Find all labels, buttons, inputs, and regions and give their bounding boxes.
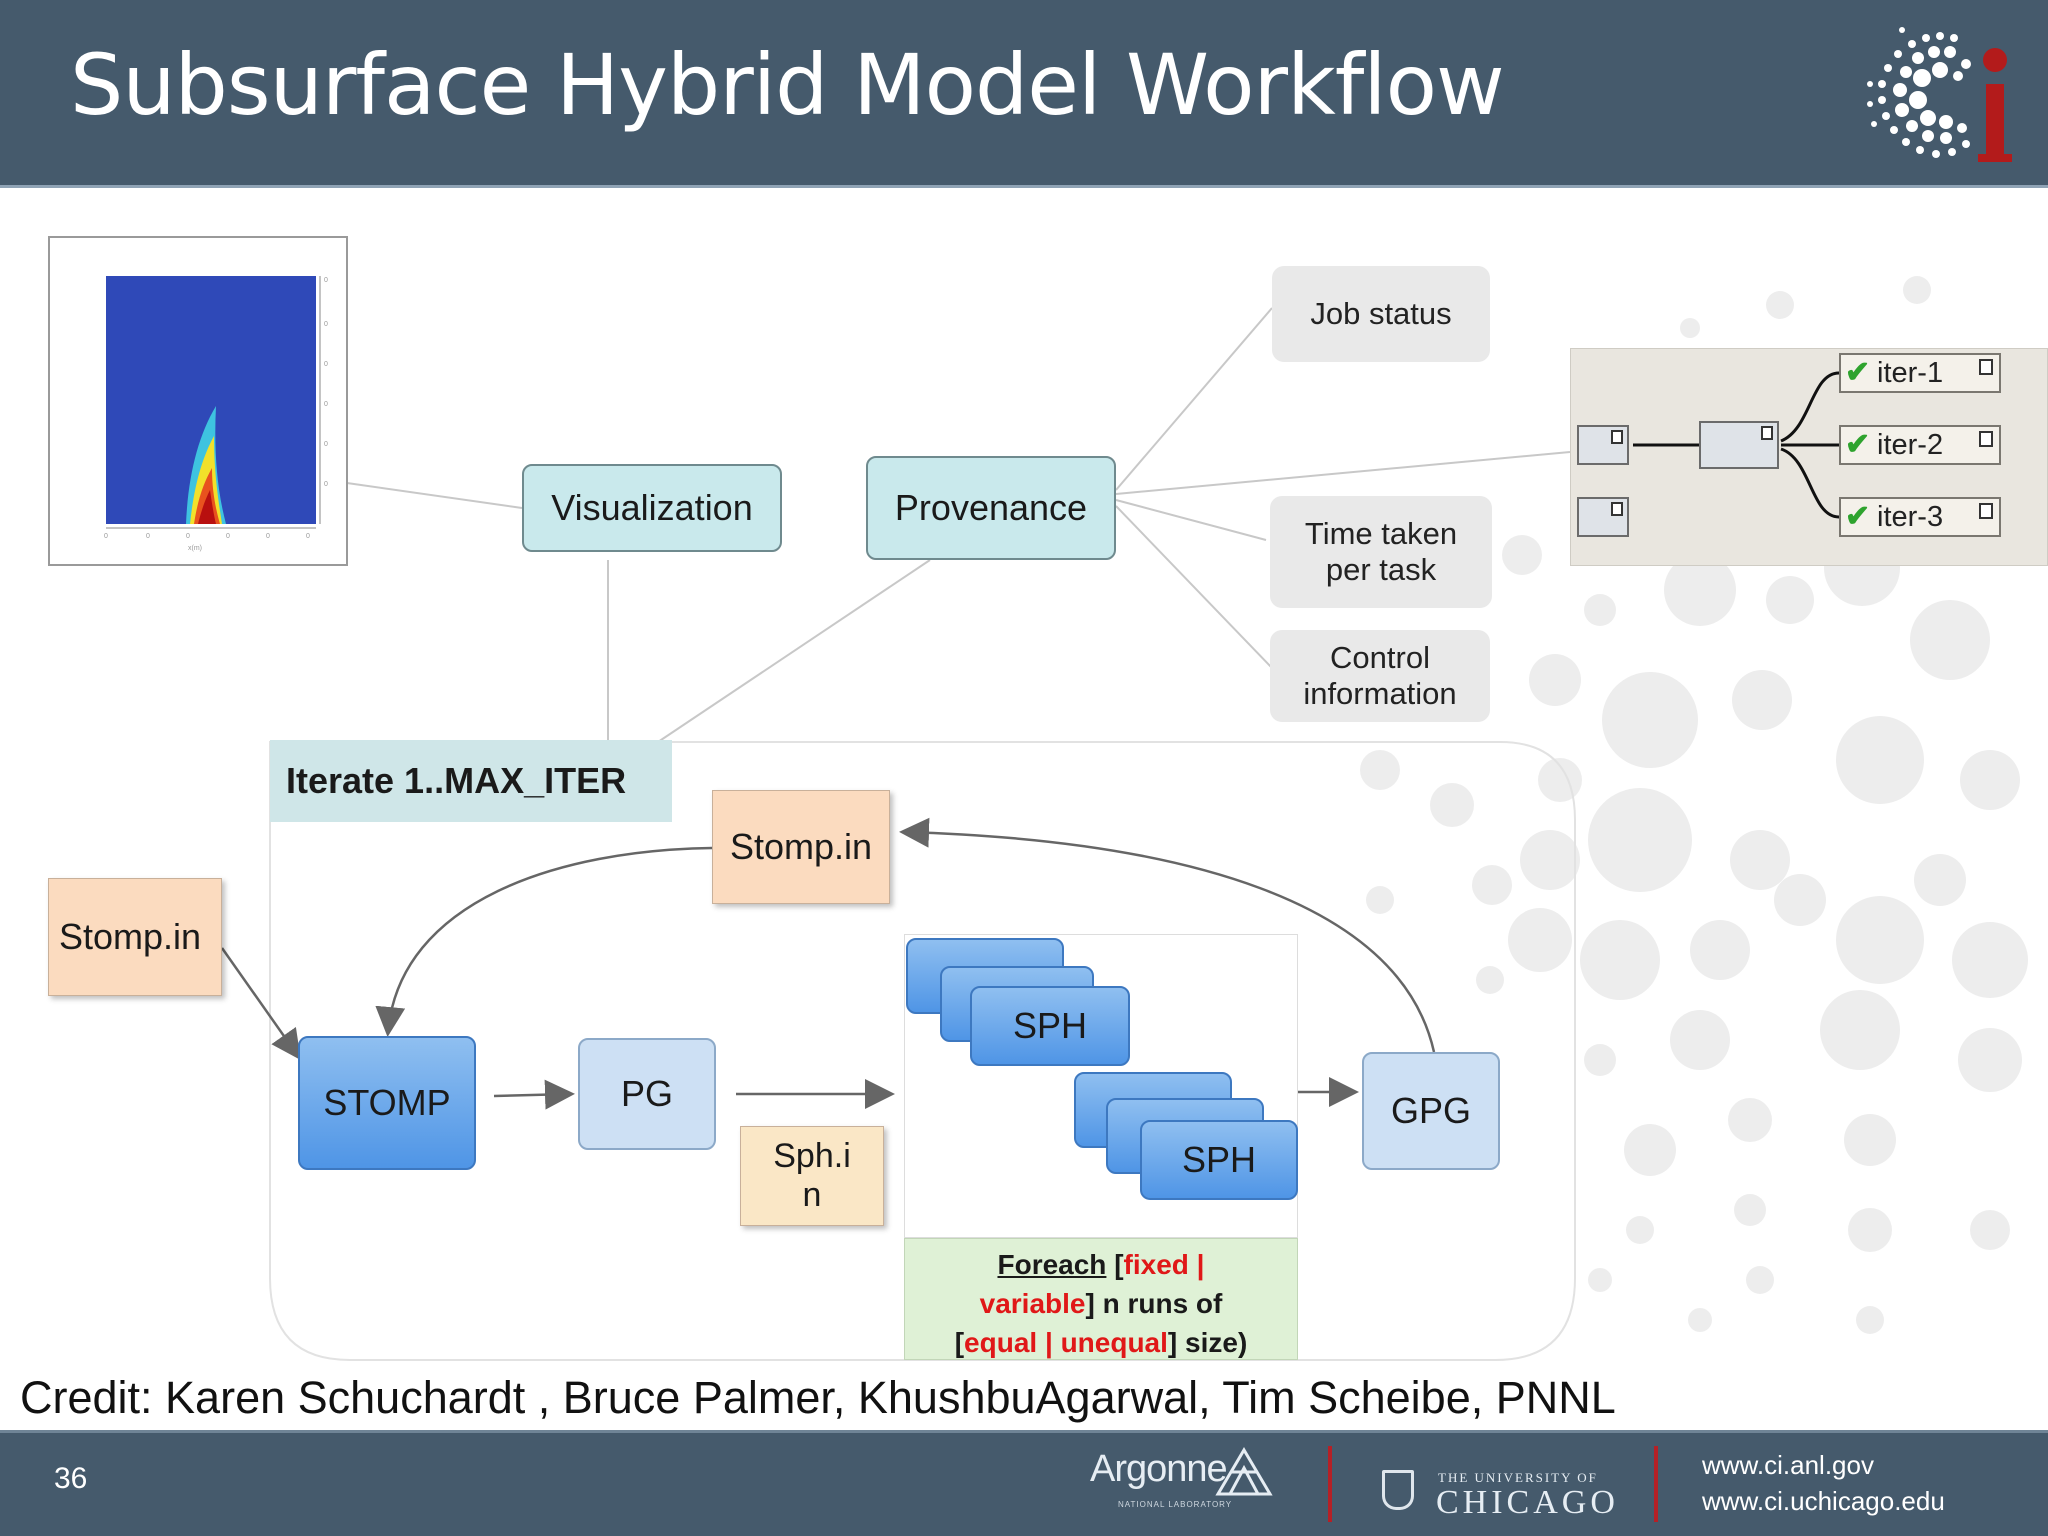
argonne-triangles-icon (1215, 1447, 1273, 1496)
stomp-in-outer-note: Stomp.in (48, 878, 222, 996)
svg-text:0: 0 (324, 481, 328, 488)
foreach-fixed: fixed | (1123, 1249, 1205, 1280)
slide-title: Subsurface Hybrid Model Workflow (70, 36, 1505, 134)
check-icon: ✔ (1845, 428, 1871, 461)
provenance-graph-panel: ✔ iter-1 ✔ iter-2 ✔ iter-3 (1570, 348, 2048, 566)
iter-label: iter-3 (1877, 500, 1944, 533)
sph-in-line-2: n (802, 1176, 822, 1214)
svg-text:0: 0 (324, 277, 328, 284)
svg-text:x(m): x(m) (188, 545, 202, 552)
url-anl[interactable]: www.ci.anl.gov (1702, 1450, 1874, 1480)
svg-text:0: 0 (306, 533, 310, 540)
svg-text:0: 0 (324, 441, 328, 448)
control-information-box: Control information (1270, 630, 1490, 722)
ci-logo-icon (1867, 27, 2012, 162)
url-uchicago[interactable]: www.ci.uchicago.edu (1702, 1486, 1945, 1516)
time-taken-line-2: per task (1325, 552, 1437, 587)
svg-text:0: 0 (324, 321, 328, 328)
control-line-2: information (1303, 676, 1457, 711)
sph-node-top: SPH (970, 986, 1130, 1066)
foreach-variable: variable (979, 1288, 1086, 1320)
contour-plot-image: 0 0 0 0 0 0 0 0 0 0 0 0 x(m) (104, 276, 328, 552)
foreach-bracket-1: [ (1114, 1249, 1124, 1280)
chicago-logo-small-text: THE UNIVERSITY OF (1438, 1470, 1598, 1485)
provenance-iter-1: ✔ iter-1 (1839, 353, 2001, 393)
slide-footer (0, 1430, 2048, 1536)
sph-in-note: Sph.i n (740, 1126, 884, 1226)
gpg-node: GPG (1362, 1052, 1500, 1170)
argonne-logo-subtext: NATIONAL LABORATORY (1118, 1500, 1233, 1509)
foreach-size: ] size) (1167, 1327, 1248, 1359)
provenance-input-node-2 (1577, 497, 1629, 537)
provenance-graph-edges (1633, 371, 1840, 519)
check-icon: ✔ (1845, 356, 1871, 389)
provenance-iter-2: ✔ iter-2 (1839, 425, 2001, 465)
pg-node: PG (578, 1038, 716, 1150)
provenance-process-node (1699, 421, 1779, 469)
foreach-word: Foreach (997, 1249, 1107, 1280)
svg-text:0: 0 (186, 533, 190, 540)
iter-label: iter-1 (1877, 356, 1944, 389)
footer-divider-1 (1328, 1446, 1332, 1522)
foreach-equal-unequal: equal | unequal (964, 1327, 1168, 1359)
time-taken-box: Time taken per task (1270, 496, 1492, 608)
chicago-shield-icon (1382, 1470, 1414, 1510)
control-line-1: Control (1330, 640, 1430, 676)
time-taken-line-1: Time taken (1304, 516, 1458, 552)
provenance-input-node-1 (1577, 425, 1629, 465)
svg-text:0: 0 (266, 533, 270, 540)
stomp-node: STOMP (298, 1036, 476, 1170)
foreach-bracket-2: [ (954, 1327, 965, 1359)
svg-text:0: 0 (146, 533, 150, 540)
foreach-runs: ] n runs of (1085, 1288, 1223, 1320)
visualization-node: Visualization (522, 464, 782, 552)
footer-divider-2 (1654, 1446, 1658, 1522)
argonne-logo-text: Argonne (1090, 1448, 1228, 1490)
sph-in-line-1: Sph.i (773, 1136, 851, 1175)
sph-node-bottom: SPH (1140, 1120, 1298, 1200)
slide-number: 36 (54, 1462, 88, 1495)
job-status-box: Job status (1272, 266, 1490, 362)
provenance-node: Provenance (866, 456, 1116, 560)
slide-header (0, 0, 2048, 188)
iterate-label: Iterate 1..MAX_ITER (270, 740, 672, 822)
foreach-caption: Foreach [fixed | variable] n runs of [eq… (904, 1238, 1298, 1360)
svg-text:0: 0 (324, 401, 328, 408)
check-icon: ✔ (1845, 500, 1871, 533)
iter-label: iter-2 (1877, 428, 1944, 461)
chicago-logo-text: CHICAGO (1436, 1484, 1619, 1521)
svg-text:0: 0 (324, 361, 328, 368)
svg-text:0: 0 (226, 533, 230, 540)
stomp-in-inner-note: Stomp.in (712, 790, 890, 904)
svg-text:0: 0 (104, 533, 108, 540)
provenance-iter-3: ✔ iter-3 (1839, 497, 2001, 537)
credit-line: Credit: Karen Schuchardt , Bruce Palmer,… (20, 1372, 1616, 1423)
